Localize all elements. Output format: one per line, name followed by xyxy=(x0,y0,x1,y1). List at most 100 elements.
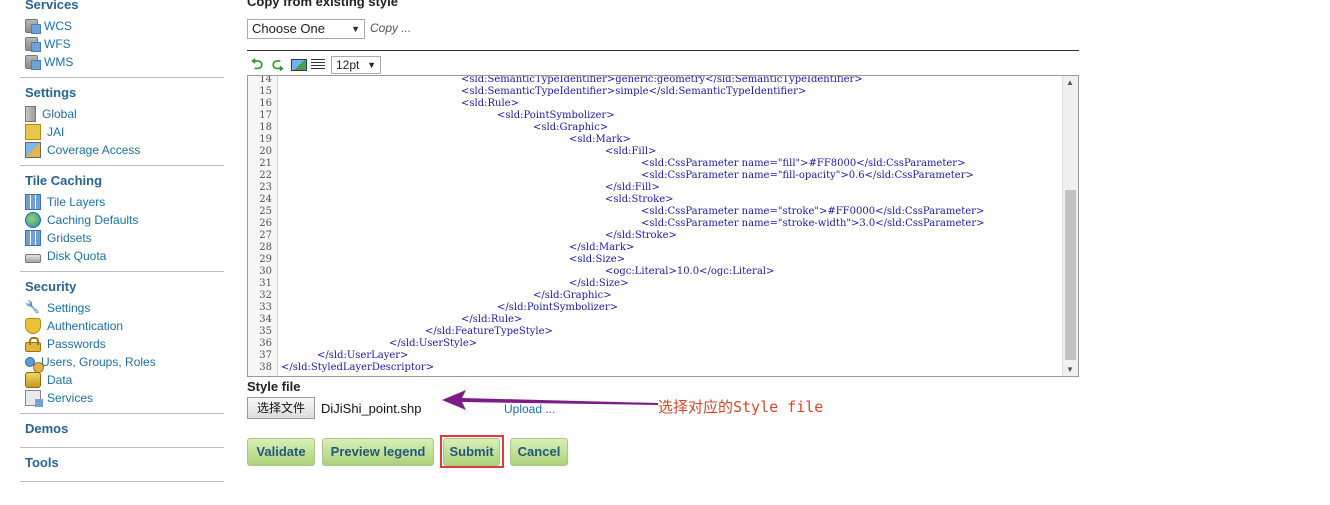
font-size-value: 12pt xyxy=(336,58,360,72)
copy-style-select[interactable]: Choose One ▼ xyxy=(247,19,365,39)
sld-code-editor[interactable]: 14<sld:SemanticTypeIdentifier>generic:ge… xyxy=(247,75,1079,377)
sidebar-item-label: Data xyxy=(47,373,73,387)
wcs-icon xyxy=(25,19,41,34)
code-text: </sld:Rule> xyxy=(461,314,523,325)
sidebar-item-label: JAI xyxy=(47,125,65,139)
sidebar-item-label: Gridsets xyxy=(47,231,92,245)
services-icon xyxy=(25,390,43,407)
code-line: 22 <sld:CssParameter name="fill-opacity">… xyxy=(248,170,1062,182)
code-text: </sld:FeatureTypeStyle> xyxy=(425,326,553,337)
sidebar-item-settings[interactable]: Settings xyxy=(25,299,224,317)
sidebar-item-label: Authentication xyxy=(47,319,124,333)
global-settings-icon xyxy=(25,106,36,122)
choose-file-button[interactable]: 选择文件 xyxy=(247,397,315,419)
font-size-select[interactable]: 12pt ▼ xyxy=(331,56,381,74)
sidebar-section-title[interactable]: Settings xyxy=(25,85,77,100)
sidebar-item-disk-quota[interactable]: Disk Quota xyxy=(25,247,224,265)
users-icon xyxy=(25,357,44,373)
code-line: 23</sld:Fill> xyxy=(248,182,1062,194)
code-text: </sld:UserLayer> xyxy=(317,350,409,361)
submit-highlight-box xyxy=(440,435,504,468)
sidebar-item-label: Users, Groups, Roles xyxy=(41,355,156,369)
line-number: 18 xyxy=(259,122,272,133)
line-number: 26 xyxy=(259,218,272,229)
globe-icon xyxy=(25,212,41,228)
sidebar-item-wms[interactable]: WMS xyxy=(25,53,224,71)
sidebar-section-tools: Tools xyxy=(20,448,224,482)
line-number: 35 xyxy=(259,326,272,337)
dropdown-arrow-icon: ▼ xyxy=(351,24,360,34)
sidebar-section-title[interactable]: Tools xyxy=(25,455,59,470)
line-number: 20 xyxy=(259,146,272,157)
scroll-down-arrow-icon[interactable]: ▼ xyxy=(1066,365,1074,374)
code-line: 26 <sld:CssParameter name="stroke-width">… xyxy=(248,218,1062,230)
code-text: </sld:UserStyle> xyxy=(389,338,478,349)
code-text: <sld:SemanticTypeIdentifier>simple</sld:… xyxy=(461,86,807,97)
sidebar-item-jai[interactable]: JAI xyxy=(25,123,224,141)
validate-button[interactable]: Validate xyxy=(247,438,315,466)
scroll-up-arrow-icon[interactable]: ▲ xyxy=(1066,78,1074,87)
code-text: <sld:Stroke> xyxy=(605,194,674,205)
line-number: 15 xyxy=(259,86,272,97)
jai-icon xyxy=(25,124,41,140)
sidebar-item-wcs[interactable]: WCS xyxy=(25,17,224,35)
undo-icon[interactable]: ⮌ xyxy=(250,56,263,73)
submit-button[interactable]: Submit xyxy=(443,438,500,466)
code-text: <sld:Graphic> xyxy=(533,122,609,133)
sidebar-item-data[interactable]: Data xyxy=(25,371,224,389)
sidebar-item-label: WCS xyxy=(44,19,72,33)
sidebar-item-coverage-access[interactable]: Coverage Access xyxy=(25,141,224,159)
scrollbar-thumb[interactable] xyxy=(1065,190,1076,360)
line-number: 24 xyxy=(259,194,272,205)
sidebar-item-tile-layers[interactable]: Tile Layers xyxy=(25,193,224,211)
code-text: </sld:StyledLayerDescriptor> xyxy=(281,362,435,373)
copy-style-label: Copy from existing style xyxy=(247,0,398,9)
code-line: 15 <sld:SemanticTypeIdentifier>simple</sl… xyxy=(248,86,1062,98)
editor-scrollbar[interactable]: ▲ ▼ xyxy=(1062,76,1078,376)
sidebar-item-users-groups-roles[interactable]: Users, Groups, Roles xyxy=(25,353,224,373)
code-line: 16<sld:Rule> xyxy=(248,98,1062,110)
line-number: 22 xyxy=(259,170,272,181)
code-line: 24 <sld:Stroke> xyxy=(248,194,1062,206)
code-text: <sld:PointSymbolizer> xyxy=(497,110,615,121)
code-line: 34</sld:Rule> xyxy=(248,314,1062,326)
sidebar-item-services[interactable]: Services xyxy=(25,389,224,407)
line-number: 14 xyxy=(259,75,272,85)
sidebar-section-title[interactable]: Services xyxy=(25,0,79,12)
dropdown-arrow-icon: ▼ xyxy=(367,60,376,70)
sidebar-item-authentication[interactable]: Authentication xyxy=(25,317,224,335)
copy-link[interactable]: Copy ... xyxy=(370,21,412,35)
line-number: 33 xyxy=(259,302,272,313)
code-text: </sld:Graphic> xyxy=(533,290,612,301)
preview-legend-button[interactable]: Preview legend xyxy=(322,438,434,466)
line-number: 28 xyxy=(259,242,272,253)
cancel-button[interactable]: Cancel xyxy=(510,438,568,466)
code-text: <sld:Rule> xyxy=(461,98,519,109)
code-text: <sld:CssParameter name="fill-opacity">0.… xyxy=(641,170,974,181)
insert-image-icon[interactable] xyxy=(291,59,307,71)
code-text: </sld:Mark> xyxy=(569,242,635,253)
line-number: 29 xyxy=(259,254,272,265)
code-text: <sld:CssParameter name="stroke-width">3.… xyxy=(641,218,985,229)
disk-icon xyxy=(25,253,41,263)
selected-file-name: DiJiShi_point.shp xyxy=(321,401,422,416)
sidebar-item-wfs[interactable]: WFS xyxy=(25,35,224,53)
code-line: 30<ogc:Literal>10.0</ogc:Literal> xyxy=(248,266,1062,278)
sidebar-item-caching-defaults[interactable]: Caching Defaults xyxy=(25,211,224,229)
format-code-icon[interactable] xyxy=(311,59,325,71)
sidebar-section-title[interactable]: Tile Caching xyxy=(25,173,103,188)
sidebar-item-global[interactable]: Global xyxy=(25,105,224,123)
copy-style-select-value: Choose One xyxy=(252,21,325,36)
sidebar-section-title[interactable]: Demos xyxy=(25,421,69,436)
sidebar-item-gridsets[interactable]: Gridsets xyxy=(25,229,224,247)
redo-icon[interactable]: ⮎ xyxy=(271,56,284,73)
sidebar-item-label: Caching Defaults xyxy=(47,213,139,227)
line-number-gutter xyxy=(248,76,278,376)
style-file-label: Style file xyxy=(247,379,301,394)
upload-link[interactable]: Upload ... xyxy=(504,402,556,416)
sidebar-item-passwords[interactable]: Passwords xyxy=(25,335,224,353)
sidebar-section-title[interactable]: Security xyxy=(25,279,77,294)
code-text: <sld:CssParameter name="stroke">#FF0000<… xyxy=(641,206,985,217)
